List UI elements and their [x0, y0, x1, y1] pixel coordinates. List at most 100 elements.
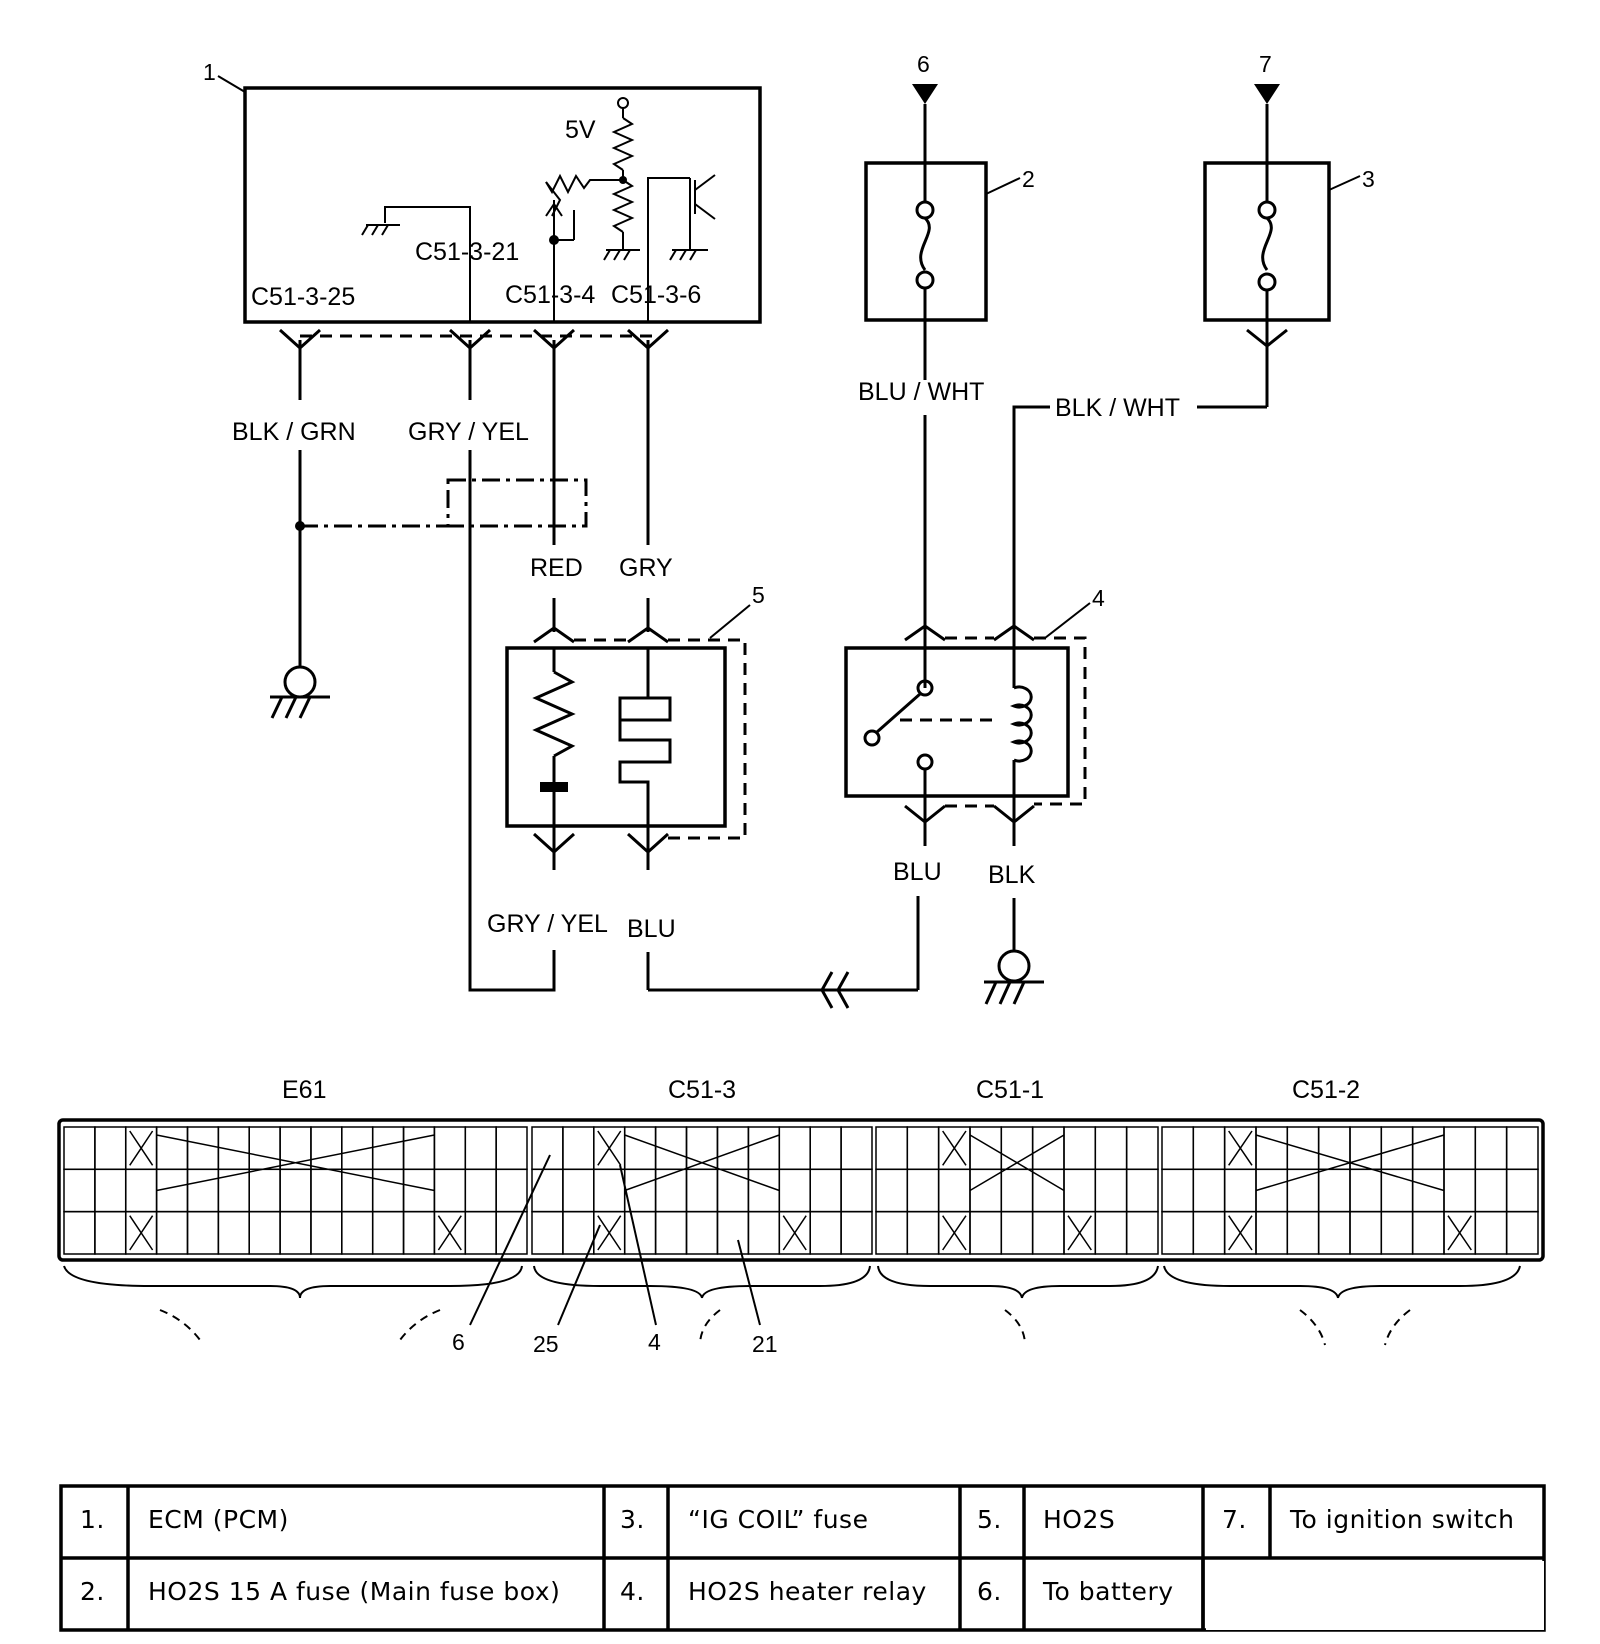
connector-cavity: [747, 1126, 781, 1171]
connector-cavity: [747, 1210, 781, 1255]
connector-cavity: [1000, 1210, 1034, 1255]
connector-cavity: [562, 1126, 595, 1171]
legend-num-3: 3.: [620, 1505, 645, 1534]
connector-cavity: [809, 1126, 842, 1171]
connector-cavity: [63, 1126, 96, 1171]
connector-cavity: [1031, 1210, 1065, 1255]
connector-cavity: [1474, 1126, 1508, 1171]
connector-blank-cavity: [597, 1130, 622, 1166]
connector-cavity: [279, 1168, 312, 1213]
connector-cavity: [623, 1126, 657, 1171]
connector-blank-cavity: [1228, 1130, 1253, 1166]
legend-num-1: 1.: [80, 1505, 105, 1534]
ecm-terminal-21: C51-3-21: [415, 238, 519, 266]
legend-text-2: HO2S 15 A fuse (Main fuse box): [148, 1577, 560, 1606]
wire-shield: [300, 478, 588, 528]
connector-cavity: [310, 1126, 343, 1171]
connector-cavity: [1255, 1168, 1289, 1213]
wire-gry-yel: GRY / YEL: [408, 340, 556, 992]
connector-cavity: [875, 1126, 909, 1171]
connector-cavity: [1161, 1126, 1195, 1171]
connector-cavity: [1349, 1168, 1383, 1213]
connector-cavity: [1349, 1126, 1383, 1171]
legend-num-5: 5.: [977, 1505, 1002, 1534]
connector-cavity: [1317, 1126, 1351, 1171]
connector-cavity: [778, 1168, 811, 1213]
connector-cavity: [341, 1210, 374, 1255]
connector-cavity: [495, 1168, 528, 1213]
connector-cavity: [1223, 1168, 1257, 1213]
connector-cavity: [531, 1168, 564, 1213]
legend-num-7: 7.: [1222, 1505, 1247, 1534]
legend-text-4: HO2S heater relay: [688, 1577, 927, 1606]
connector-blank-area: [156, 1134, 435, 1192]
connector-blank-area: [624, 1134, 780, 1192]
connector-cavity: [1317, 1168, 1351, 1213]
connector-cavity: [1192, 1168, 1226, 1213]
connector-cavity: [1411, 1126, 1445, 1171]
wire-label-gry: GRY: [619, 554, 673, 582]
connector-cavity: [1505, 1168, 1539, 1213]
ho2s-sensor: 5: [505, 582, 765, 870]
connector-blank-cavity: [129, 1130, 154, 1166]
connector-cavity: [63, 1210, 96, 1255]
legend-num-6: 6.: [977, 1577, 1002, 1606]
connector-label-e61: E61: [282, 1076, 326, 1104]
heater-relay: 4: [844, 585, 1105, 846]
connector-cavity: [840, 1126, 873, 1171]
connector-blank-cavity: [597, 1215, 622, 1251]
wire-label-red: RED: [530, 554, 583, 582]
connector-cavity: [1094, 1210, 1128, 1255]
connector-cavity: [1161, 1168, 1195, 1213]
wire-blk-grn: BLK / GRN: [232, 340, 356, 719]
connector-cavity: [464, 1168, 497, 1213]
ecm-connector-face: E61 C51-3 C51-1 C51-2 6 25 4 21: [57, 1076, 1545, 1357]
connector-cavity: [1286, 1210, 1320, 1255]
connector-cavity: [63, 1168, 96, 1213]
connector-cavity: [1094, 1168, 1128, 1213]
callout-relay: 4: [1092, 585, 1105, 611]
connector-cavity: [433, 1126, 467, 1171]
connector-cavity: [1161, 1210, 1195, 1255]
connector-cavity: [1125, 1168, 1159, 1213]
wire-label-blk-relay: BLK: [988, 861, 1036, 889]
pin-callout-25: 25: [533, 1331, 559, 1357]
connector-cavity: [1000, 1168, 1034, 1213]
wire-red: RED: [530, 340, 583, 632]
connector-blank-area: [969, 1134, 1065, 1192]
connector-cavity: [371, 1210, 405, 1255]
connector-cavity: [1505, 1126, 1539, 1171]
connector-cavity: [716, 1168, 750, 1213]
legend-text-1: ECM (PCM): [148, 1505, 289, 1534]
connector-cavity: [402, 1168, 436, 1213]
connector-cavity: [969, 1126, 1003, 1171]
pin-callout-6: 6: [452, 1329, 465, 1355]
connector-label-c51-1: C51-1: [976, 1076, 1044, 1104]
ecm-connector-pins: [278, 328, 670, 351]
connector-blank-cavity: [782, 1215, 807, 1251]
connector-cavity: [593, 1168, 626, 1213]
pin-callout-21: 21: [752, 1331, 778, 1357]
connector-cavity: [217, 1210, 250, 1255]
connector-cavity: [402, 1210, 436, 1255]
connector-blank-cavity: [1228, 1215, 1253, 1251]
connector-cavity: [1411, 1210, 1445, 1255]
connector-cavity: [1474, 1168, 1508, 1213]
callout-ecm: 1: [203, 59, 216, 85]
connector-cavity: [310, 1210, 343, 1255]
connector-cavity: [531, 1126, 564, 1171]
connector-cavity: [1192, 1126, 1226, 1171]
connector-cavity: [1255, 1210, 1289, 1255]
wire-label-blu-bottom: BLU: [627, 915, 676, 943]
callout-to-ignition: 7: [1259, 51, 1272, 77]
connector-label-c51-3: C51-3: [668, 1076, 736, 1104]
connector-cavity: [1380, 1210, 1414, 1255]
callout-to-battery: 6: [917, 51, 930, 77]
connector-cavity: [685, 1168, 719, 1213]
connector-cavity: [1125, 1126, 1159, 1171]
relay-ground: [984, 898, 1044, 1005]
connector-cavity: [1411, 1168, 1445, 1213]
connector-cavity: [531, 1210, 564, 1255]
connector-cavity: [906, 1168, 940, 1213]
connector-cavity: [371, 1168, 405, 1213]
